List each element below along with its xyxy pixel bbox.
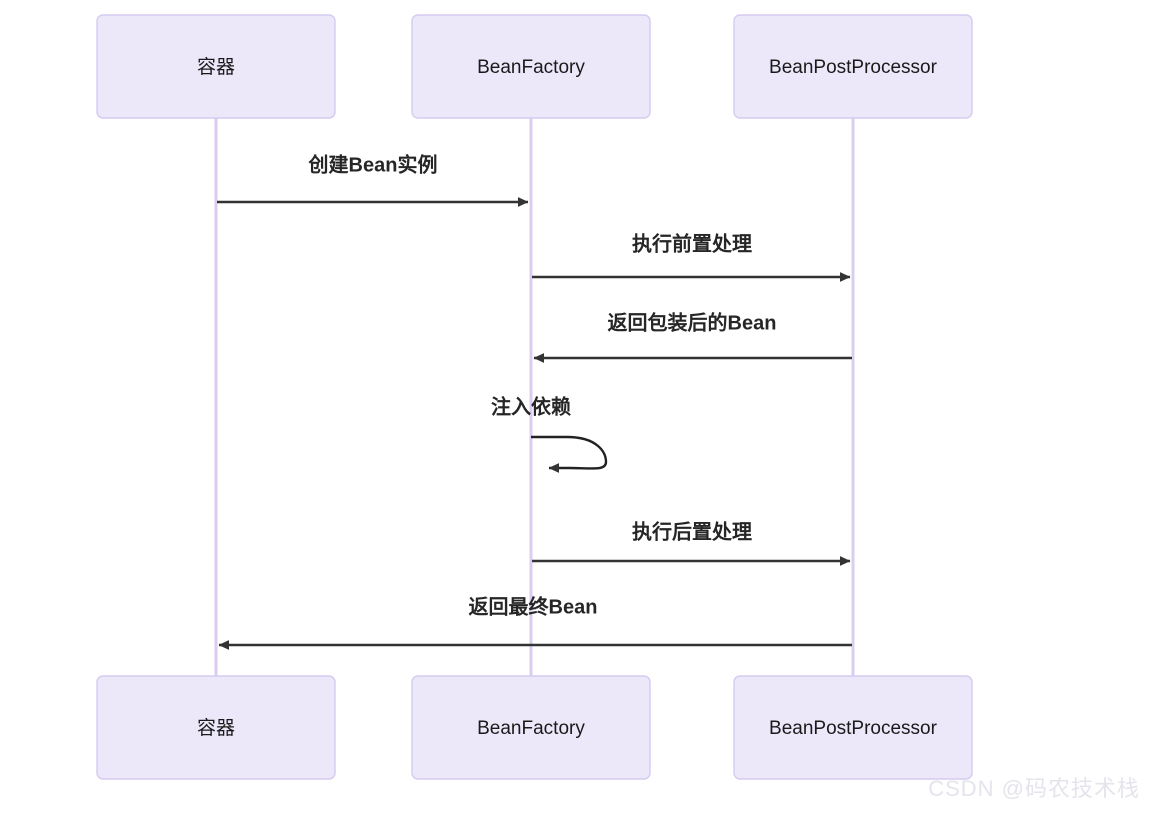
actor-bottom-beanpostprocessor[interactable]: BeanPostProcessor bbox=[733, 675, 973, 780]
actor-label-container-top: 容器 bbox=[197, 56, 235, 78]
message-label-inject-dependencies: 注入依赖 bbox=[491, 394, 571, 418]
actor-top-container[interactable]: 容器 bbox=[96, 14, 336, 119]
actor-box-beanfactory-bottom[interactable] bbox=[411, 675, 651, 780]
message-6-return-final-bean: 返回最终Bean bbox=[218, 594, 852, 650]
message-4-inject-dependencies: 注入依赖 bbox=[491, 394, 608, 473]
actor-box-container-top[interactable] bbox=[96, 14, 336, 119]
actor-label-beanfactory-top: BeanFactory bbox=[477, 57, 585, 78]
actor-label-beanpostprocessor-top: BeanPostProcessor bbox=[769, 57, 938, 78]
message-label-execute-before-processing: 执行前置处理 bbox=[632, 231, 752, 255]
message-label-return-final-bean: 返回最终Bean bbox=[469, 594, 598, 618]
actor-box-beanfactory-top[interactable] bbox=[411, 14, 651, 119]
actor-label-beanfactory-bottom: BeanFactory bbox=[477, 718, 585, 739]
actor-top-beanfactory[interactable]: BeanFactory bbox=[411, 14, 651, 119]
actor-top-beanpostprocessor[interactable]: BeanPostProcessor bbox=[733, 14, 973, 119]
message-label-return-wrapped-bean: 返回包装后的Bean bbox=[608, 310, 777, 334]
actor-box-beanpostprocessor-top[interactable] bbox=[733, 14, 973, 119]
actor-boxes-top: 容器 BeanFactory BeanPostProcessor bbox=[96, 14, 973, 119]
message-1-create-bean-instance: 创建Bean实例 bbox=[217, 152, 529, 207]
message-5-execute-after-processing: 执行后置处理 bbox=[532, 519, 851, 566]
message-label-create-bean-instance: 创建Bean实例 bbox=[308, 152, 438, 176]
message-3-return-wrapped-bean: 返回包装后的Bean bbox=[533, 310, 852, 363]
actor-bottom-beanfactory[interactable]: BeanFactory bbox=[411, 675, 651, 780]
csdn-watermark: CSDN @码农技术栈 bbox=[928, 776, 1140, 801]
actor-box-container-bottom[interactable] bbox=[96, 675, 336, 780]
actor-bottom-container[interactable]: 容器 bbox=[96, 675, 336, 780]
actor-boxes-bottom: 容器 BeanFactory BeanPostProcessor bbox=[96, 675, 973, 780]
message-selfloop-inject-dependencies bbox=[531, 435, 608, 473]
actor-label-beanpostprocessor-bottom: BeanPostProcessor bbox=[769, 718, 938, 739]
actor-label-container-bottom: 容器 bbox=[197, 717, 235, 739]
actor-box-beanpostprocessor-bottom[interactable] bbox=[733, 675, 973, 780]
message-2-execute-before-processing: 执行前置处理 bbox=[532, 231, 851, 282]
lifelines-group bbox=[214, 118, 855, 676]
message-label-execute-after-processing: 执行后置处理 bbox=[632, 519, 752, 543]
